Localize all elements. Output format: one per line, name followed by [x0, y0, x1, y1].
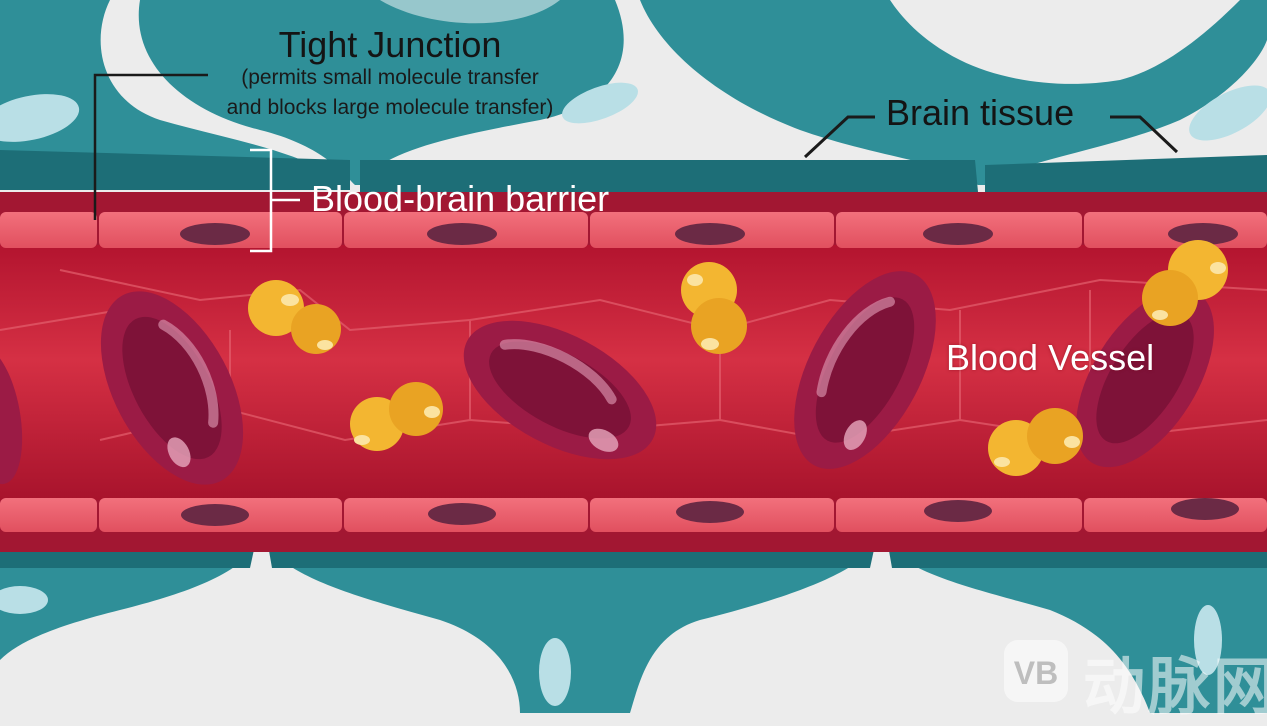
red-blood-cell — [0, 345, 23, 485]
tight-junction-label: Tight Junction — [278, 24, 502, 65]
blood-brain-barrier-label: Blood-brain barrier — [311, 178, 610, 219]
watermark-logo-text: VB — [1014, 655, 1058, 691]
annotation-lines — [93, 73, 1179, 253]
astrocyte-highlight — [539, 638, 571, 706]
molecule — [1142, 240, 1228, 326]
molecule — [988, 408, 1083, 476]
molecule — [248, 280, 341, 354]
watermark-logo: VB — [1004, 640, 1068, 702]
astrocyte-highlight — [562, 82, 638, 124]
endothelium-top — [0, 212, 1267, 248]
red-blood-cell — [794, 271, 936, 469]
astrocyte-highlight — [0, 94, 80, 142]
red-blood-cells — [0, 271, 1214, 485]
astrocyte-highlight — [1189, 85, 1267, 141]
blood-vessel-label: Blood Vessel — [946, 337, 1155, 378]
small-molecules — [248, 240, 1228, 476]
brain-tissue-label: Brain tissue — [886, 92, 1075, 133]
endothelium-bottom — [0, 498, 1267, 532]
tight-junction-pointer — [93, 73, 208, 220]
tight-junction-description-line1: (permits small molecule transfer — [241, 66, 539, 89]
watermark-site-text: 动脉网 — [1083, 653, 1267, 722]
astrocyte-highlight — [0, 586, 48, 614]
brain-tissue-pointer-right — [1110, 115, 1179, 154]
brain-tissue-pointer-left — [803, 115, 875, 159]
tight-junction-description-line2: and blocks large molecule transfer) — [226, 96, 554, 119]
red-blood-cell — [1076, 288, 1214, 468]
red-blood-cell — [100, 291, 244, 485]
brain-tissue-bottom — [0, 545, 1267, 713]
brain-tissue-top — [0, 0, 1267, 192]
astrocyte-highlight — [1194, 605, 1222, 675]
molecule — [681, 262, 747, 354]
red-blood-cell — [463, 320, 657, 460]
molecule — [350, 382, 443, 451]
